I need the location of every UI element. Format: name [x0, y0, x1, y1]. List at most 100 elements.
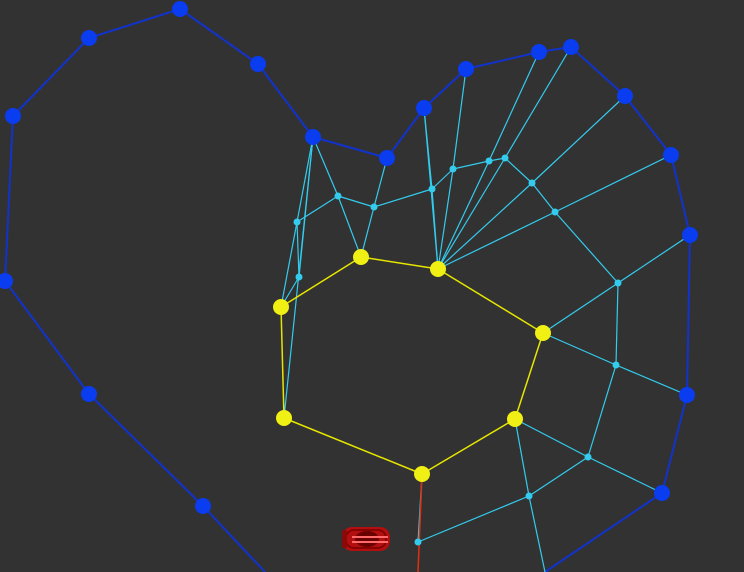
mesh-node[interactable] — [612, 361, 620, 369]
mesh-edge — [542, 332, 617, 366]
car-stripe — [352, 541, 388, 543]
mesh-edge — [514, 418, 530, 497]
outer-boundary-segment — [12, 37, 90, 117]
outer-boundary-node[interactable] — [195, 498, 211, 514]
mesh-edge — [431, 168, 454, 190]
mesh-node[interactable] — [501, 154, 509, 162]
outer-boundary-node[interactable] — [5, 108, 21, 124]
mesh-edge — [554, 211, 619, 284]
outer-boundary-segment — [88, 393, 204, 507]
outer-boundary-segment — [423, 68, 467, 109]
mesh-edge — [437, 160, 490, 270]
car-cockpit — [355, 531, 379, 547]
mesh-edge — [437, 211, 556, 270]
mesh-edge — [488, 51, 540, 162]
mesh-edge — [617, 234, 691, 284]
outer-boundary-segment — [386, 107, 425, 159]
mesh-node[interactable] — [449, 165, 457, 173]
mesh-node[interactable] — [414, 538, 422, 546]
outer-boundary-node[interactable] — [682, 227, 698, 243]
inner-boundary-node[interactable] — [430, 261, 446, 277]
outer-boundary-segment — [179, 8, 259, 65]
outer-boundary-segment — [544, 492, 663, 572]
mesh-edge — [531, 95, 626, 184]
inner-boundary-node[interactable] — [507, 411, 523, 427]
inner-boundary-segment — [514, 332, 544, 420]
outer-boundary-node[interactable] — [458, 61, 474, 77]
outer-boundary-node[interactable] — [654, 485, 670, 501]
mesh-edge — [373, 157, 388, 208]
mesh-lines — [280, 46, 691, 572]
outer-boundary-segment — [4, 280, 90, 395]
outer-boundary-nodes — [0, 1, 698, 514]
mesh-edge — [417, 495, 530, 543]
inner-boundary-node[interactable] — [535, 325, 551, 341]
outer-boundary-segment — [686, 234, 691, 396]
inner-boundary-node[interactable] — [414, 466, 430, 482]
mesh-edge — [587, 364, 617, 458]
outer-boundary-node[interactable] — [0, 273, 13, 289]
mesh-node[interactable] — [525, 492, 533, 500]
outer-boundary-lines — [4, 8, 691, 572]
outer-boundary-node[interactable] — [81, 30, 97, 46]
mesh-edge — [587, 456, 663, 494]
mesh-node[interactable] — [295, 273, 303, 281]
outer-boundary-node[interactable] — [379, 150, 395, 166]
mesh-edge — [280, 221, 298, 308]
mesh-nodes — [293, 154, 622, 546]
outer-boundary-node[interactable] — [250, 56, 266, 72]
inner-boundary-lines — [280, 256, 544, 475]
inner-boundary-segment — [360, 256, 439, 270]
mesh-edge — [452, 160, 490, 170]
heading-line — [417, 473, 423, 572]
mesh-node[interactable] — [428, 185, 436, 193]
outer-boundary-segment — [465, 51, 540, 70]
race-car-icon[interactable] — [342, 527, 390, 551]
inner-boundary-node[interactable] — [353, 249, 369, 265]
mesh-edge — [296, 136, 314, 223]
mesh-edge — [360, 206, 375, 258]
mesh-edge — [437, 157, 506, 270]
mesh-node[interactable] — [584, 453, 592, 461]
mesh-edge — [554, 154, 672, 213]
inner-boundary-segment — [421, 418, 516, 475]
mesh-node[interactable] — [334, 192, 342, 200]
inner-boundary-segment — [280, 306, 285, 419]
outer-boundary-node[interactable] — [305, 129, 321, 145]
car-rear-wing — [342, 530, 347, 548]
mesh-edge — [452, 68, 467, 170]
car-heading-line — [417, 473, 423, 572]
outer-boundary-segment — [570, 46, 626, 97]
mesh-node[interactable] — [485, 157, 493, 165]
outer-boundary-node[interactable] — [172, 1, 188, 17]
mesh-node[interactable] — [370, 203, 378, 211]
mesh-node[interactable] — [528, 179, 536, 187]
mesh-edge — [504, 46, 572, 159]
mesh-node[interactable] — [614, 279, 622, 287]
mesh-edge — [337, 195, 375, 208]
car-stripe — [352, 536, 388, 538]
outer-boundary-segment — [4, 115, 14, 282]
outer-boundary-node[interactable] — [617, 88, 633, 104]
outer-boundary-segment — [202, 505, 266, 572]
mesh-edge — [504, 157, 533, 184]
outer-boundary-node[interactable] — [563, 39, 579, 55]
inner-boundary-segment — [283, 417, 423, 475]
outer-boundary-node[interactable] — [531, 44, 547, 60]
outer-boundary-node[interactable] — [663, 147, 679, 163]
outer-boundary-node[interactable] — [416, 100, 432, 116]
inner-boundary-node[interactable] — [276, 410, 292, 426]
mesh-edge — [615, 364, 688, 396]
mesh-node[interactable] — [551, 208, 559, 216]
outer-boundary-segment — [624, 95, 672, 156]
mesh-edge — [528, 456, 589, 497]
outer-boundary-node[interactable] — [81, 386, 97, 402]
outer-boundary-node[interactable] — [679, 387, 695, 403]
inner-boundary-node[interactable] — [273, 299, 289, 315]
mesh-edge — [531, 182, 556, 213]
mesh-edge — [437, 182, 533, 270]
mesh-edge — [514, 418, 589, 458]
mesh-node[interactable] — [293, 218, 301, 226]
